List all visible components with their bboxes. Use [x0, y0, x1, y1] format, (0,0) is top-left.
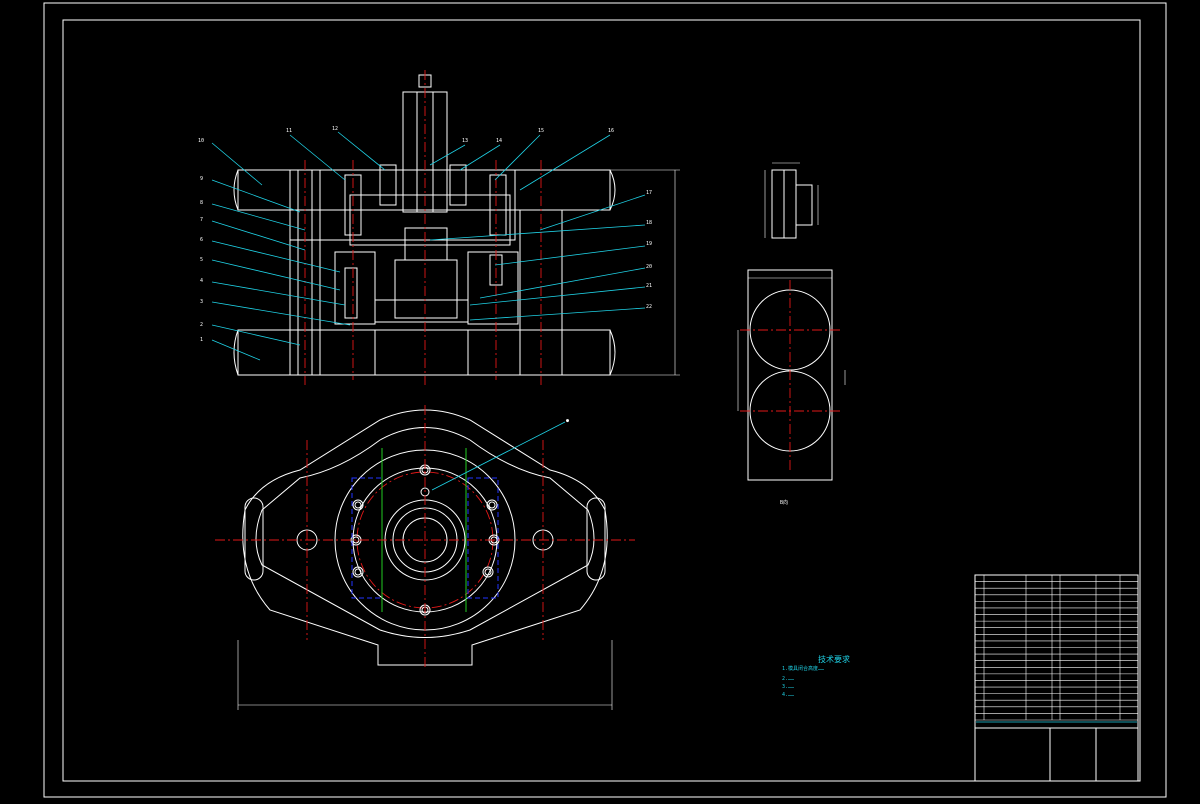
tech-requirements: 技术要求 1.模具闭合高度…… 2.…… 3.…… 4.……: [782, 654, 850, 698]
detail-part: [764, 162, 819, 239]
tech-req-line-3: 3.……: [782, 684, 794, 690]
balloon-7: 7: [200, 217, 203, 223]
balloon-1: 1: [200, 337, 203, 343]
balloon-17: 17: [646, 190, 652, 196]
balloon-9: 9: [200, 176, 203, 182]
balloon-8: 8: [200, 200, 203, 206]
balloon-12: 12: [332, 126, 338, 132]
balloon-11: 11: [286, 128, 292, 134]
tech-req-line-2: 2.……: [782, 676, 794, 682]
balloon-3: 3: [200, 299, 203, 305]
balloon-4: 4: [200, 278, 203, 284]
bom-table: [975, 575, 1138, 721]
balloon-6: 6: [200, 237, 203, 243]
title-block: [974, 574, 1139, 782]
b-view: B向: [737, 269, 846, 506]
balloon-labels: 10 9 8 7 6 5 4 3 2 1 11 12 13 14 15 16 1…: [198, 126, 652, 343]
balloon-19: 19: [646, 241, 652, 247]
balloon-15: 15: [538, 128, 544, 134]
balloon-5: 5: [200, 257, 203, 263]
front-section-view: 10 9 8 7 6 5 4 3 2 1 11 12 13 14 15 16 1…: [198, 70, 680, 385]
balloon-leaders: [211, 131, 646, 361]
tech-req-line-1: 1.模具闭合高度……: [782, 665, 824, 672]
balloon-2: 2: [200, 322, 203, 328]
inner-border: [62, 19, 1141, 782]
balloon-16: 16: [608, 128, 614, 134]
balloon-21: 21: [646, 283, 652, 289]
balloon-plan: ●: [566, 418, 569, 424]
tech-req-title: 技术要求: [818, 654, 850, 664]
balloon-20: 20: [646, 264, 652, 270]
balloon-13: 13: [462, 138, 468, 144]
balloon-14: 14: [496, 138, 502, 144]
outer-border: [43, 2, 1167, 798]
b-view-label: B向: [780, 499, 788, 506]
balloon-22: 22: [646, 304, 652, 310]
balloon-18: 18: [646, 220, 652, 226]
plan-view: ●: [215, 405, 635, 710]
balloon-10: 10: [198, 138, 204, 144]
tech-req-line-4: 4.……: [782, 692, 794, 698]
